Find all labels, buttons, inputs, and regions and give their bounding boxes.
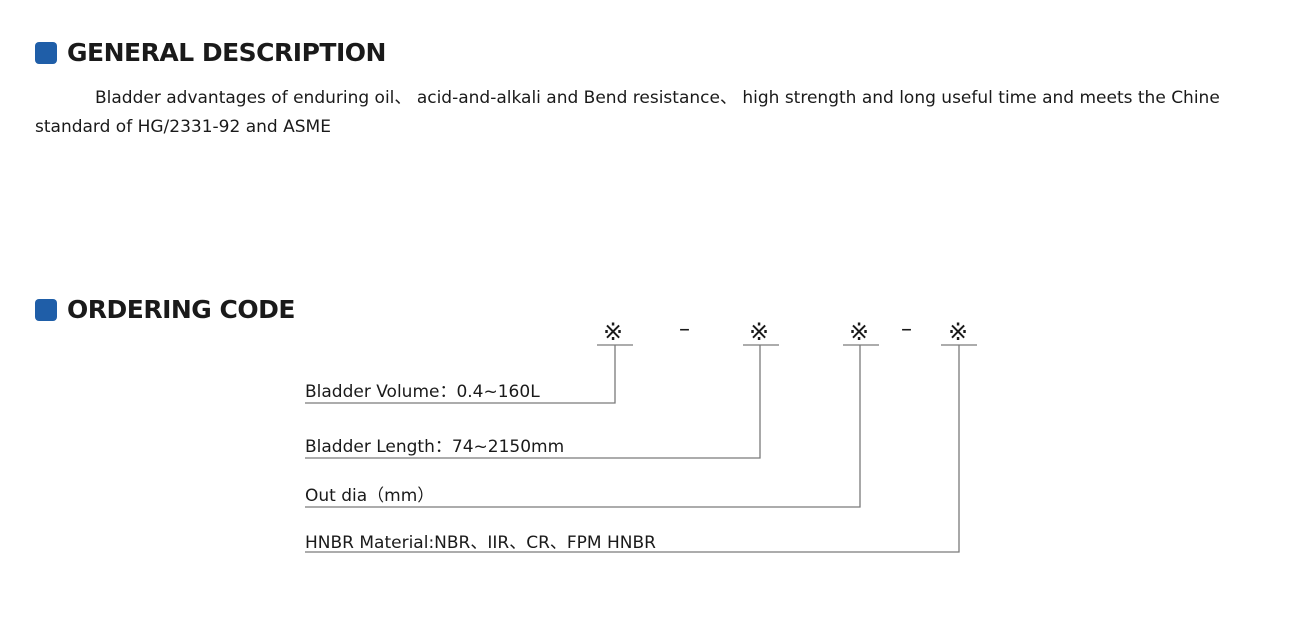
ordering-code-title: ORDERING CODE — [67, 295, 295, 324]
code-placeholder-outdia: ※ — [849, 318, 870, 346]
row-label-outdia: Out dia（mm） — [305, 486, 435, 506]
general-description-text: Bladder advantages of enduring oil、 acid… — [35, 88, 1220, 137]
outdia-connector — [305, 345, 861, 508]
general-description-heading: GENERAL DESCRIPTION — [35, 38, 386, 67]
code-placeholder-material: ※ — [948, 318, 969, 346]
volume-connector — [305, 345, 616, 404]
material-connector — [305, 345, 960, 553]
code-separator: – — [679, 317, 690, 342]
section-bullet-icon — [35, 298, 57, 321]
ordering-code-heading: ORDERING CODE — [35, 295, 295, 324]
general-description-title: GENERAL DESCRIPTION — [67, 38, 386, 67]
section-bullet-icon — [35, 41, 57, 64]
code-placeholder-volume: ※ — [603, 318, 624, 346]
code-placeholder-length: ※ — [749, 318, 770, 346]
code-separator: – — [901, 317, 912, 342]
row-label-volume: Bladder Volume：0.4~160L — [305, 382, 540, 402]
row-label-material: HNBR Material:NBR、IIR、CR、FPM HNBR — [305, 533, 656, 553]
length-connector — [305, 345, 761, 459]
row-label-length: Bladder Length：74~2150mm — [305, 437, 565, 457]
